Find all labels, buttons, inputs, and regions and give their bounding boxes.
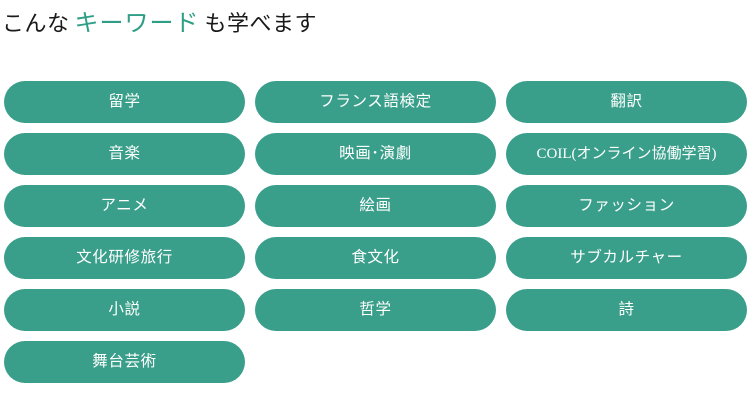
keyword-pill[interactable]: 小説 (4, 289, 245, 331)
keyword-pill[interactable]: 絵画 (255, 185, 496, 227)
page-title-prefix: こんな (2, 11, 70, 36)
keyword-pill[interactable]: フランス語検定 (255, 81, 496, 123)
keyword-column-2: フランス語検定 映画･演劇 絵画 食文化 哲学 (255, 81, 496, 331)
keyword-pill[interactable]: アニメ (4, 185, 245, 227)
keyword-column-3: 翻訳 COIL(オンライン協働学習) ファッション サブカルチャー 詩 (506, 81, 747, 331)
keyword-grid: 留学 音楽 アニメ 文化研修旅行 小説 舞台芸術 フランス語検定 映画･演劇 絵… (4, 81, 748, 383)
keyword-pill[interactable]: 詩 (506, 289, 747, 331)
keyword-pill[interactable]: 文化研修旅行 (4, 237, 245, 279)
page-title-suffix: も学べます (204, 11, 318, 36)
keyword-pill[interactable]: 音楽 (4, 133, 245, 175)
page-title: こんなキーワードも学べます (2, 9, 317, 39)
keyword-column-1: 留学 音楽 アニメ 文化研修旅行 小説 舞台芸術 (4, 81, 245, 383)
keyword-pill[interactable]: 映画･演劇 (255, 133, 496, 175)
page-title-accent: キーワード (74, 11, 200, 37)
keyword-pill[interactable]: 留学 (4, 81, 245, 123)
keyword-pill[interactable]: ファッション (506, 185, 747, 227)
keyword-pill[interactable]: COIL(オンライン協働学習) (506, 133, 747, 175)
keyword-pill[interactable]: 舞台芸術 (4, 341, 245, 383)
keyword-pill[interactable]: 食文化 (255, 237, 496, 279)
keyword-pill[interactable]: 翻訳 (506, 81, 747, 123)
keyword-pill[interactable]: サブカルチャー (506, 237, 747, 279)
keyword-pill[interactable]: 哲学 (255, 289, 496, 331)
